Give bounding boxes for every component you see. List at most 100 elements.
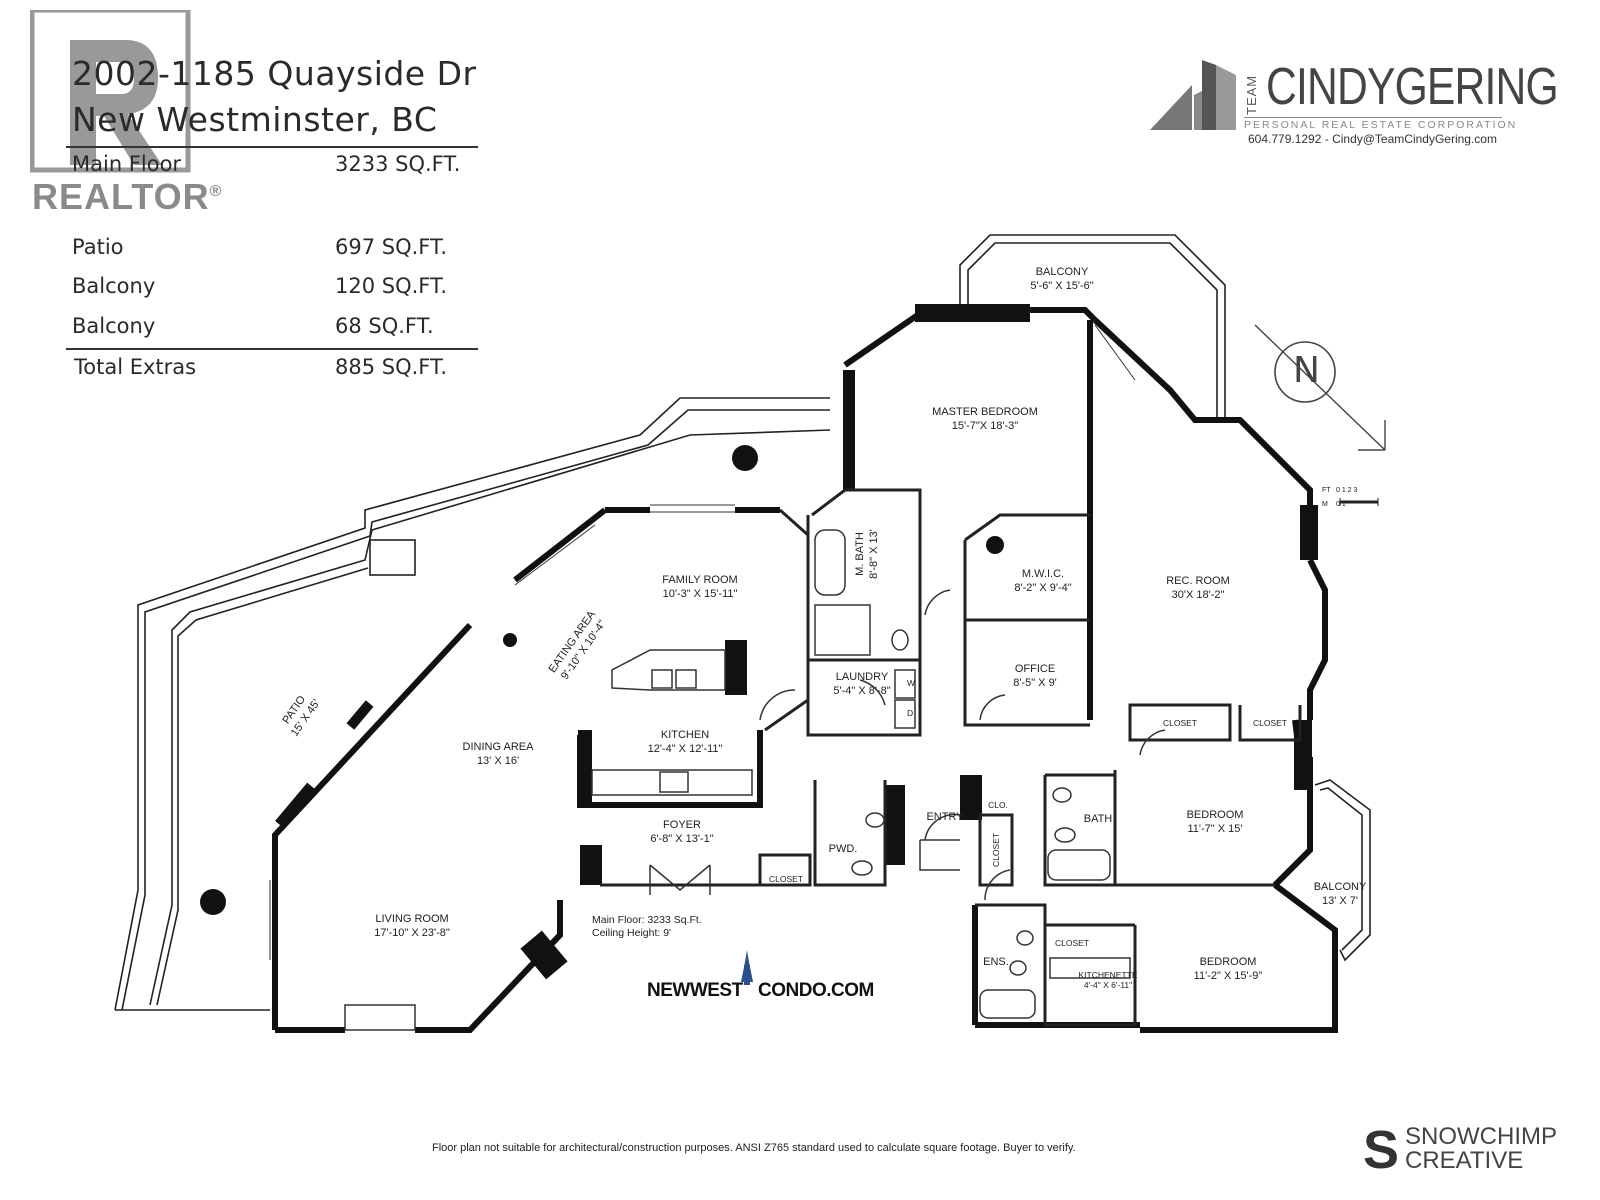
toilet-pwd — [851, 860, 873, 876]
room-closet-3: CLOSET — [769, 874, 803, 884]
door-swing-3 — [924, 589, 951, 616]
door-swing-4 — [979, 694, 1006, 721]
room-name: BATH — [1083, 813, 1113, 825]
room-closet-vertical: CLOSET — [991, 833, 1001, 867]
header-divider — [66, 146, 478, 148]
wall-interior-closet3 — [758, 853, 812, 887]
room-mwic: M.W.I.C.8'-2" X 9'-4" — [1014, 567, 1071, 595]
room-name: KITCHEN — [660, 729, 710, 741]
stove — [659, 771, 689, 793]
wall-interior-bath — [1043, 773, 1115, 887]
room-name: M.W.I.C. — [1021, 568, 1065, 580]
wall-block-living-2 — [275, 782, 315, 828]
scale-m-ticks: 0 1 — [1336, 501, 1346, 508]
toilet-ens — [1009, 960, 1027, 976]
wall-interior-closet1 — [1128, 703, 1232, 742]
wall-interior-family — [764, 508, 810, 732]
wall-interior-pwd — [813, 780, 887, 887]
wall-south — [275, 900, 563, 1033]
snowchimp-mark-icon: S — [1363, 1120, 1399, 1180]
wall-block-rec — [1300, 505, 1318, 560]
creator-line-1: SNOWCHIMP — [1405, 1123, 1557, 1150]
brand-condo: CONDO.COM — [758, 980, 874, 1001]
mwic-column — [986, 536, 1004, 554]
kitchen-sink-1 — [651, 669, 673, 689]
room-closet-1: CLOSET — [1163, 718, 1197, 728]
scale-ft-ticks: 0 1 2 3 — [1336, 487, 1358, 494]
room-name: CLOSET — [1252, 718, 1288, 728]
room-dims: 17'-10" X 23'-8" — [374, 927, 450, 939]
door-swing-7 — [984, 869, 1011, 901]
sink-ens — [1016, 930, 1034, 946]
bathtub-master — [814, 529, 846, 596]
patio-outline-inner — [149, 429, 831, 1006]
room-dims: 30'X 18'-2" — [1171, 589, 1225, 601]
balcony-right-inner — [1319, 787, 1363, 951]
toilet-master — [891, 629, 909, 651]
patio-outline-inner-2 — [156, 567, 369, 1006]
wall-rec-north — [1092, 317, 1313, 520]
agent-subtitle: PERSONAL REAL ESTATE CORPORATION — [1244, 119, 1518, 131]
room-name: BEDROOM — [1199, 956, 1257, 968]
wall-master-north — [843, 307, 1098, 490]
patio-column-1 — [732, 445, 758, 471]
realtor-word: REALTOR — [32, 176, 210, 217]
area-value-total-extras: 885 SQ.FT. — [335, 355, 448, 379]
room-dims: 12'-4" X 12'-11" — [647, 743, 723, 755]
washer — [894, 669, 916, 699]
realtor-watermark: REALTOR® — [29, 7, 221, 217]
room-ensuite: ENS. — [983, 955, 1009, 969]
dryer — [894, 699, 916, 729]
room-dims: 11'-7" X 15' — [1187, 823, 1243, 835]
realtor-logo-icon — [29, 7, 191, 173]
entry-door — [919, 839, 960, 871]
window-family — [650, 504, 735, 513]
scale-m-label: M — [1322, 501, 1328, 508]
kitchenette-counter — [1049, 957, 1131, 979]
room-name: M. BATH — [854, 532, 866, 576]
room-name: CLOSET — [768, 874, 804, 884]
wall-block-entry — [885, 785, 905, 865]
room-rec-room: REC. ROOM 30'X 18'-2" — [1166, 574, 1230, 602]
registered-mark: ® — [209, 183, 223, 200]
door-swing-5 — [1139, 729, 1166, 756]
agent-name: CINDYGERING — [1266, 58, 1559, 116]
room-name: PWD. — [828, 843, 858, 855]
wall-block-master-west — [843, 370, 855, 490]
sink-bath — [1052, 787, 1072, 803]
condo-tower-icon — [741, 950, 753, 985]
floor-note-ceiling: Ceiling Height: 9' — [592, 927, 672, 939]
room-name: REC. ROOM — [1166, 575, 1230, 587]
fireplace — [344, 1004, 416, 1031]
agent-contact: 604.779.1292 - Cindy@TeamCindyGering.com — [1248, 132, 1497, 146]
address-line-2: New Westminster, BC — [72, 100, 438, 139]
room-bath: BATH — [1084, 812, 1113, 826]
balcony-top-outline — [959, 234, 1226, 418]
bathtub-bath — [1047, 849, 1111, 881]
room-entry: ENTRY — [926, 810, 963, 824]
room-name: ENS. — [983, 956, 1009, 968]
room-powder: PWD. — [829, 842, 858, 856]
patio-outline-mid — [121, 409, 830, 1011]
room-name: CLOSET — [1054, 938, 1090, 948]
room-kitchen: KITCHEN 12'-4" X 12'-11" — [648, 728, 723, 756]
wall-block-living — [520, 930, 568, 980]
wall-rec-east — [1307, 558, 1328, 720]
wall-block-clo — [960, 775, 982, 820]
wall-living-west — [272, 622, 473, 1030]
room-name: LIVING ROOM — [375, 913, 449, 925]
door-swing-1 — [759, 689, 796, 721]
wall-block-dining — [346, 700, 374, 730]
wall-interior-ens — [975, 903, 1137, 1027]
